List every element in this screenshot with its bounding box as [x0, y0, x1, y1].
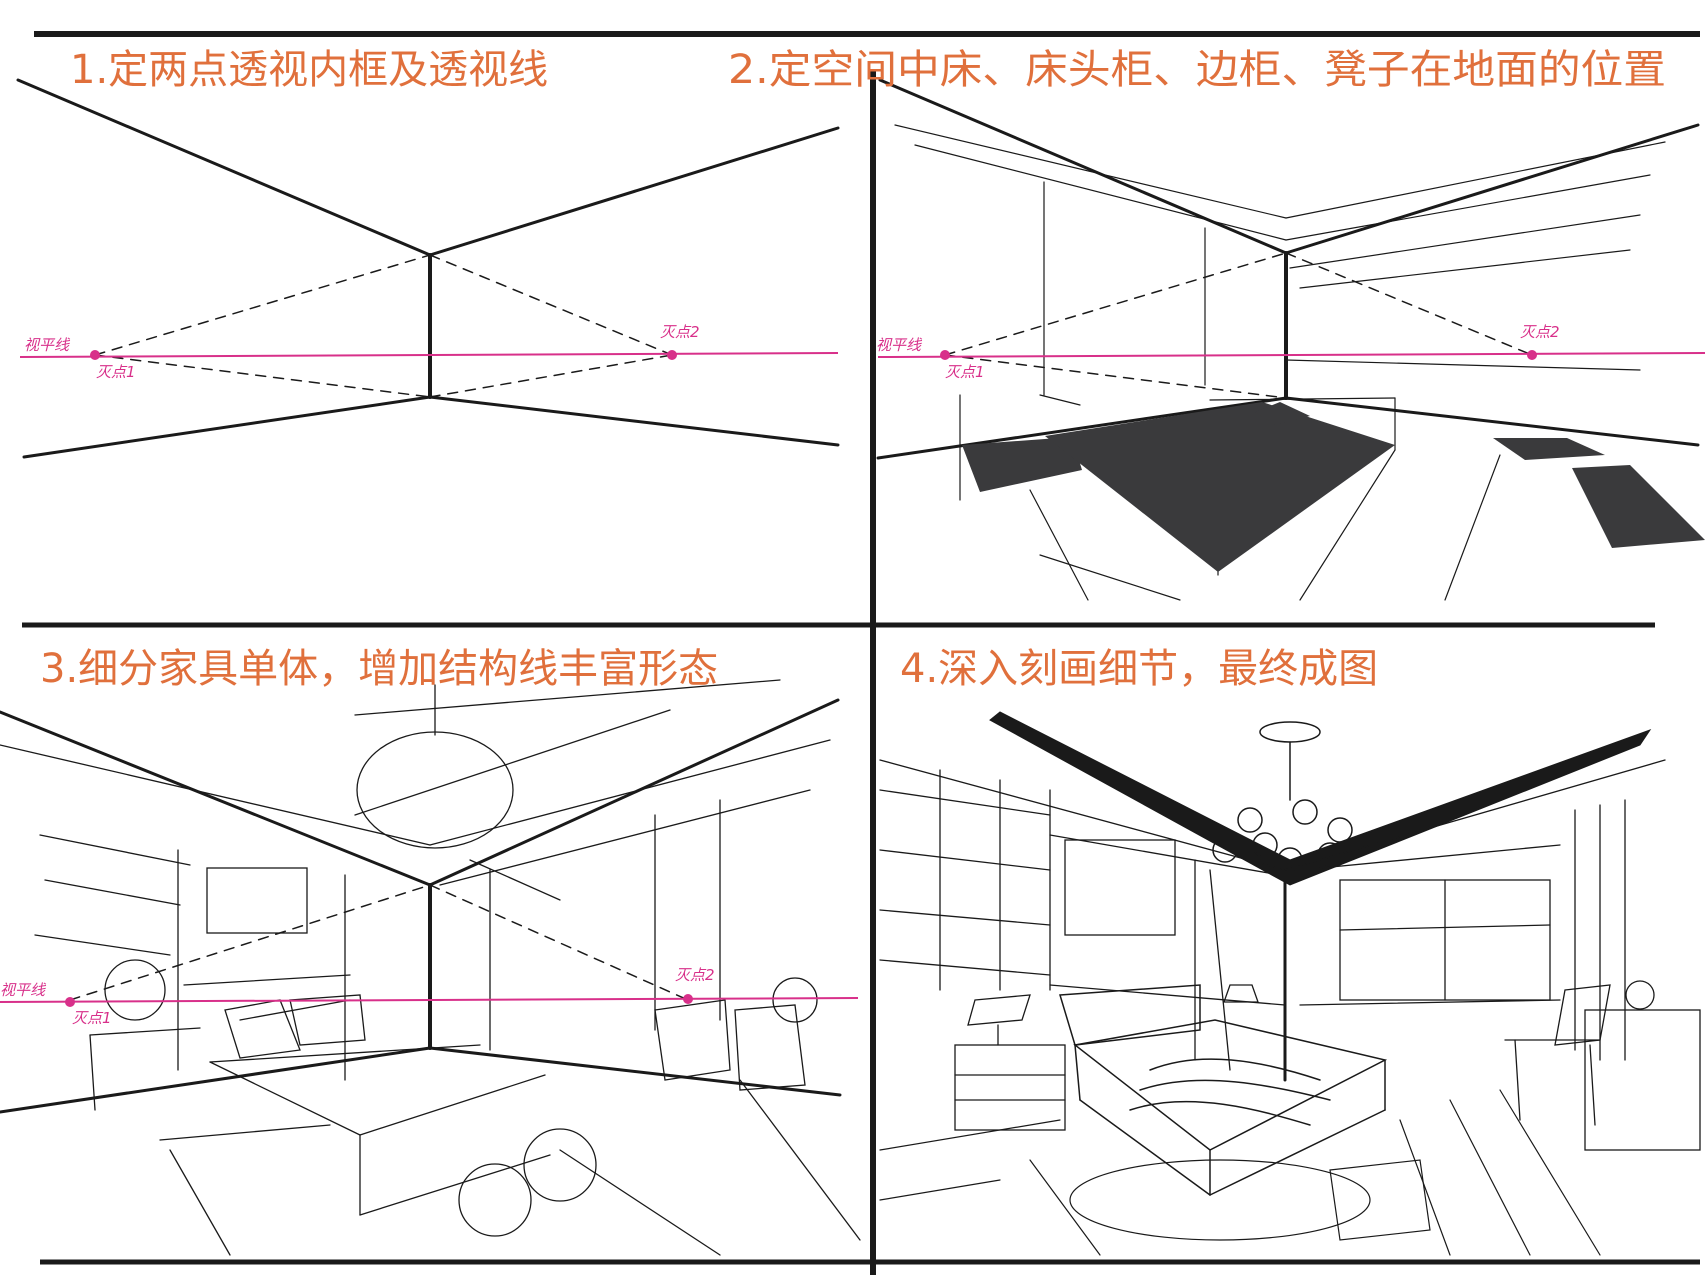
vanishing-point-1-dot-3: [65, 997, 75, 1007]
horizon-line-3: [0, 997, 859, 1003]
vanishing-point-1-dot: [90, 350, 100, 360]
bed: [1059, 984, 1388, 1196]
panel-1-title: 1.定两点透视内框及透视线: [70, 47, 548, 93]
vanishing-point-2-label-3: 灭点2: [675, 966, 715, 984]
vanishing-point-2-label-2: 灭点2: [1520, 323, 1560, 341]
horizon-line-label-1: 视平线: [24, 336, 71, 354]
horizon-line-1: [19, 352, 839, 358]
window-wall: [1299, 799, 1626, 1061]
footprint-stool: [1493, 438, 1605, 460]
horizon-line-2: [877, 352, 1706, 358]
panel-4-final-rendering: [879, 711, 1701, 1256]
panel-2-floor-footprints: [962, 402, 1705, 572]
footprint-nightstand: [962, 437, 1082, 492]
wall-shelves: [879, 769, 1051, 991]
panel-2-title: 2.定空间中床、床头柜、边柜、凳子在地面的位置: [728, 47, 1666, 93]
vanishing-point-2-label: 灭点2: [660, 323, 700, 341]
panel-3-title: 3.细分家具单体，增加结构线丰富形态: [40, 646, 718, 692]
ceiling-beam: [989, 711, 1652, 886]
pendant-lamp: [1212, 721, 1353, 873]
vanishing-point-1-label-2: 灭点1: [945, 363, 985, 381]
nightstand-and-lamp: [954, 984, 1259, 1131]
vanishing-point-2-dot-2: [1527, 350, 1537, 360]
vanishing-point-1-label: 灭点1: [96, 363, 136, 381]
floor-lines: [879, 1089, 1601, 1256]
panel-4-title: 4.深入刻画细节，最终成图: [900, 646, 1378, 692]
panel-1-two-point-frame: [16, 78, 840, 459]
panel-2-layout-sketch: [876, 78, 1700, 601]
panel-1-horizon: 视平线 灭点1 灭点2: [19, 323, 839, 381]
panel-grid: [22, 31, 1700, 1275]
vanishing-point-1-label-3: 灭点1: [72, 1009, 112, 1027]
side-chair-and-table: [1504, 980, 1701, 1151]
footprint-bed: [1045, 402, 1395, 572]
vanishing-point-2-dot-3: [683, 994, 693, 1004]
vanishing-point-2-dot: [667, 350, 677, 360]
panel-3-furniture-structure: [0, 679, 861, 1256]
footprint-cabinet-right: [1572, 465, 1705, 548]
panel-2-horizon: 视平线 灭点1 灭点2: [876, 323, 1706, 381]
panel-3-horizon: 视平线 灭点1 灭点2: [0, 966, 859, 1027]
step-titles: 1.定两点透视内框及透视线 2.定空间中床、床头柜、边柜、凳子在地面的位置 3.…: [40, 47, 1666, 692]
horizon-line-label-3: 视平线: [0, 981, 47, 999]
headboard-wall: [1049, 834, 1286, 1071]
horizon-line-label-2: 视平线: [876, 336, 923, 354]
vanishing-point-1-dot-2: [940, 350, 950, 360]
footprint-side-cabinet: [1255, 402, 1310, 425]
